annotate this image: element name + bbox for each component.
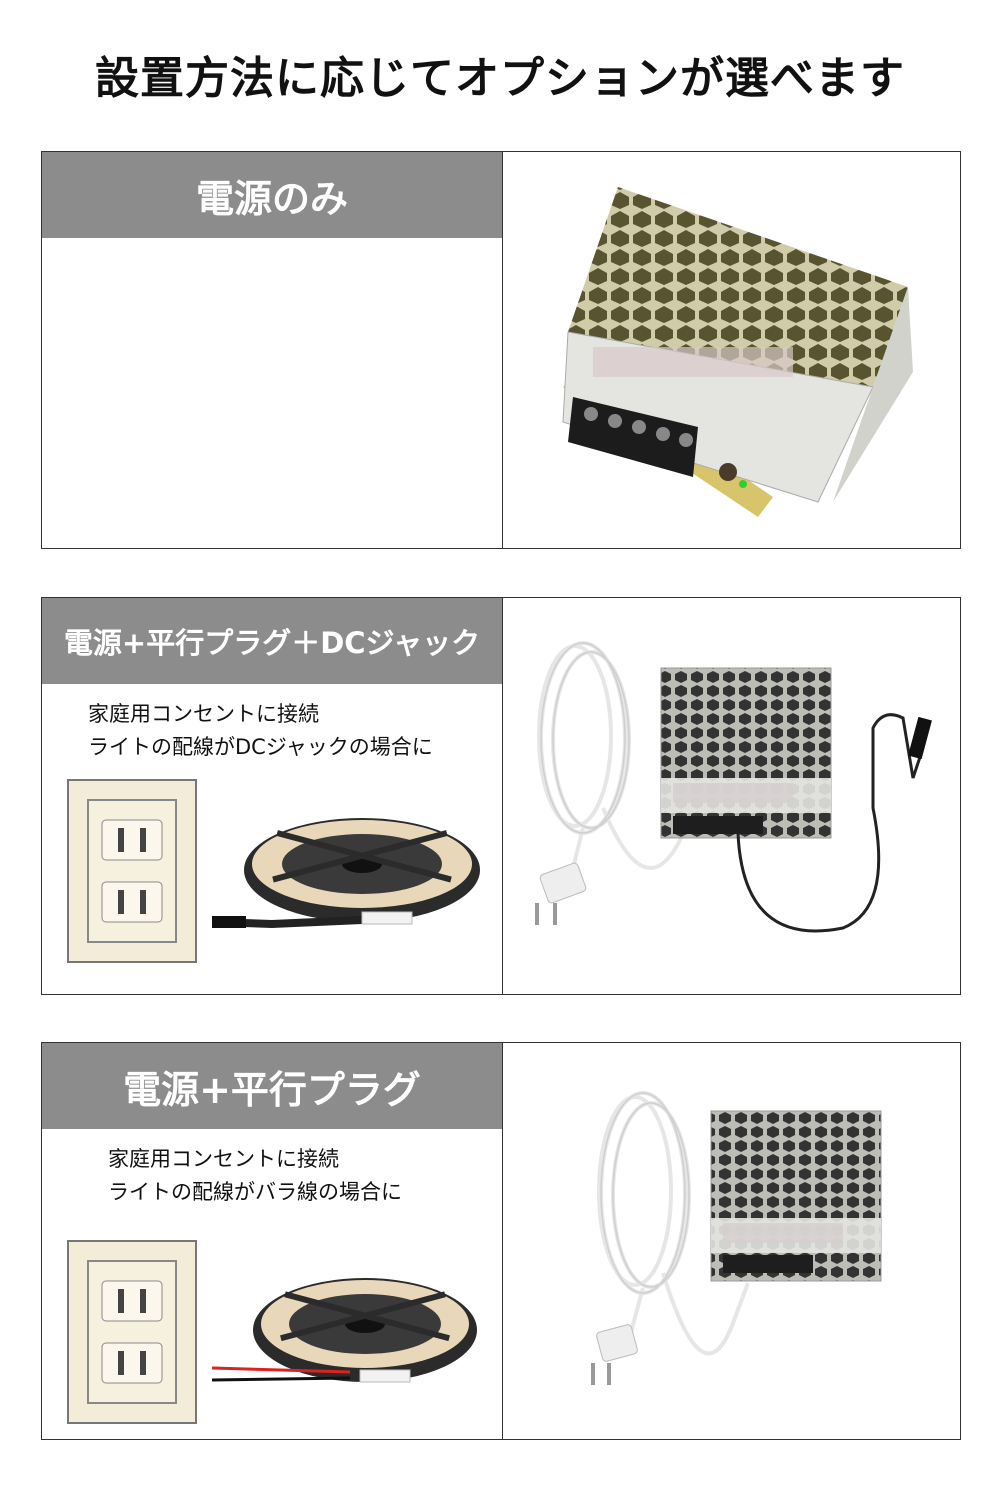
description-line: ライトの配線がDCジャックの場合に: [88, 735, 433, 759]
option-title: 電源+平行プラグ: [42, 1043, 502, 1129]
description-line: 家庭用コンセントに接続: [108, 1147, 339, 1171]
led-strip-reel-image: [212, 818, 480, 929]
wall-outlet-icon: [67, 1240, 197, 1424]
page-title: 設置方法に応じてオプションが選べます: [95, 53, 905, 104]
power-supply-with-plug-and-dc-jack-image: [535, 641, 932, 933]
option-image: [503, 152, 960, 548]
led-strip-reel-image: [211, 1278, 477, 1383]
option-title: 電源+平行プラグ＋DCジャック: [42, 598, 502, 684]
option-image: [503, 1043, 960, 1439]
description-line: 家庭用コンセントに接続: [88, 702, 319, 726]
option-card-plug: 電源+平行プラグ 家庭用コンセントに接続 ライトの配線がバラ線の場合に: [41, 1042, 961, 1440]
power-supply-with-plug-image: [591, 1091, 882, 1385]
wall-outlet-icon: [67, 779, 197, 963]
option-description: 家庭用コンセントに接続 ライトの配線がバラ線の場合に: [108, 1143, 402, 1209]
option-info: 電源+平行プラグ 家庭用コンセントに接続 ライトの配線がバラ線の場合に: [42, 1043, 503, 1439]
option-card-power-only: 電源のみ: [41, 151, 961, 549]
option-card-plug-dc-jack: 電源+平行プラグ＋DCジャック 家庭用コンセントに接続 ライトの配線がDCジャッ…: [41, 597, 961, 995]
option-image: [503, 598, 960, 994]
option-info: 電源のみ: [42, 152, 503, 548]
option-title: 電源のみ: [42, 152, 502, 238]
option-info: 電源+平行プラグ＋DCジャック 家庭用コンセントに接続 ライトの配線がDCジャッ…: [42, 598, 503, 994]
power-supply-image: [562, 187, 913, 517]
description-line: ライトの配線がバラ線の場合に: [108, 1180, 402, 1204]
option-description: 家庭用コンセントに接続 ライトの配線がDCジャックの場合に: [88, 698, 433, 764]
